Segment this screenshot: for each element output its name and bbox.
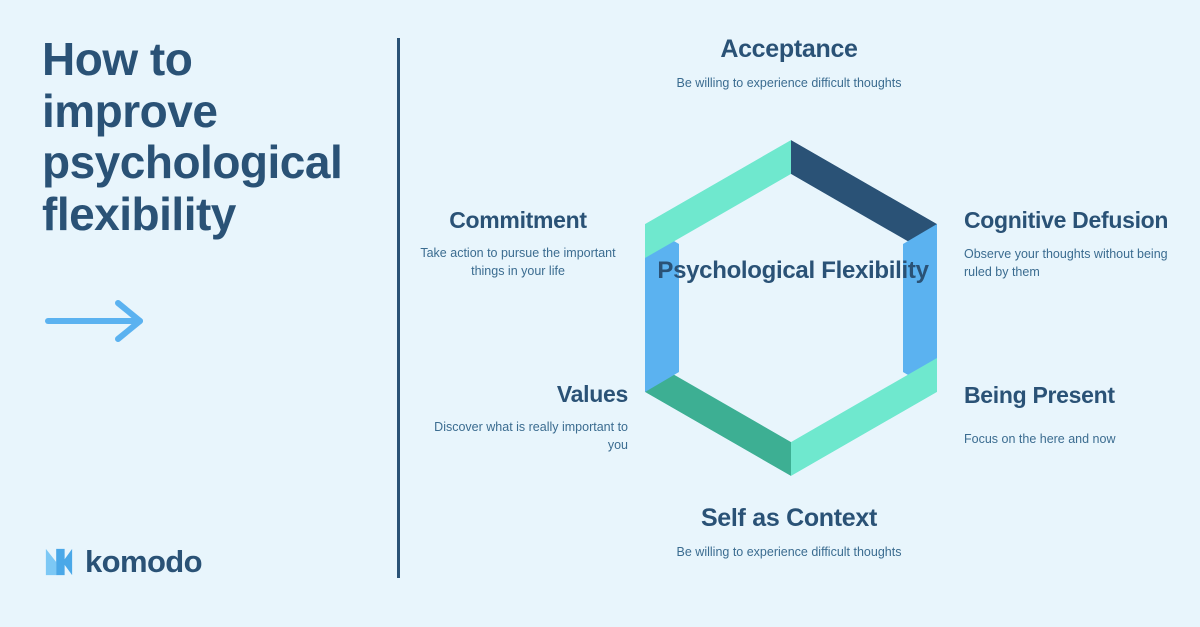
hexagon-center-label: Psychological Flexibility [657, 257, 929, 284]
left-panel: How to improve psychological flexibility… [42, 33, 382, 594]
hexagon-ring-graphic [645, 140, 937, 476]
hex-segment-right [903, 224, 937, 392]
node-cognitive-defusion-title: Cognitive Defusion [964, 207, 1169, 233]
hex-segment-top-left [645, 140, 791, 258]
node-acceptance: Acceptance Be willing to experience diff… [620, 34, 958, 92]
hexagon-diagram: Psychological Flexibility Acceptance Be … [398, 0, 1200, 627]
node-cognitive-defusion: Cognitive Defusion Observe your thoughts… [964, 206, 1194, 282]
node-values-desc: Discover what is really important to you [434, 420, 628, 452]
node-acceptance-title: Acceptance [720, 35, 858, 63]
hex-segment-bottom-left [645, 358, 791, 476]
node-acceptance-desc: Be willing to experience difficult thoug… [676, 75, 902, 90]
hex-inner-area [679, 174, 903, 442]
node-cognitive-defusion-desc: Observe your thoughts without being rule… [964, 247, 1168, 279]
komodo-k-logo-icon [45, 548, 73, 575]
node-self-as-context-desc: Be willing to experience difficult thoug… [676, 544, 902, 559]
hex-segment-left [645, 224, 679, 392]
page-title: How to improve psychological flexibility [42, 33, 343, 240]
node-commitment: Commitment Take action to pursue the imp… [408, 206, 628, 281]
node-commitment-desc: Take action to pursue the important thin… [420, 246, 616, 278]
hex-segment-top-right [791, 140, 937, 258]
node-commitment-title: Commitment [449, 207, 587, 233]
arrow-right-icon [44, 298, 154, 344]
brand-wordmark: komodo [85, 544, 203, 579]
node-being-present: Being Present Focus on the here and now [964, 381, 1194, 449]
node-self-as-context: Self as Context Be willing to experience… [620, 503, 958, 561]
node-values: Values Discover what is really important… [416, 380, 628, 455]
node-self-as-context-title: Self as Context [700, 504, 878, 532]
hex-segment-bottom-right [791, 358, 937, 476]
node-being-present-title: Being Present [964, 382, 1115, 408]
vertical-divider [397, 38, 400, 578]
brand-logo: komodo [44, 544, 203, 579]
node-being-present-desc: Focus on the here and now [964, 432, 1116, 447]
node-values-title: Values [556, 381, 628, 407]
